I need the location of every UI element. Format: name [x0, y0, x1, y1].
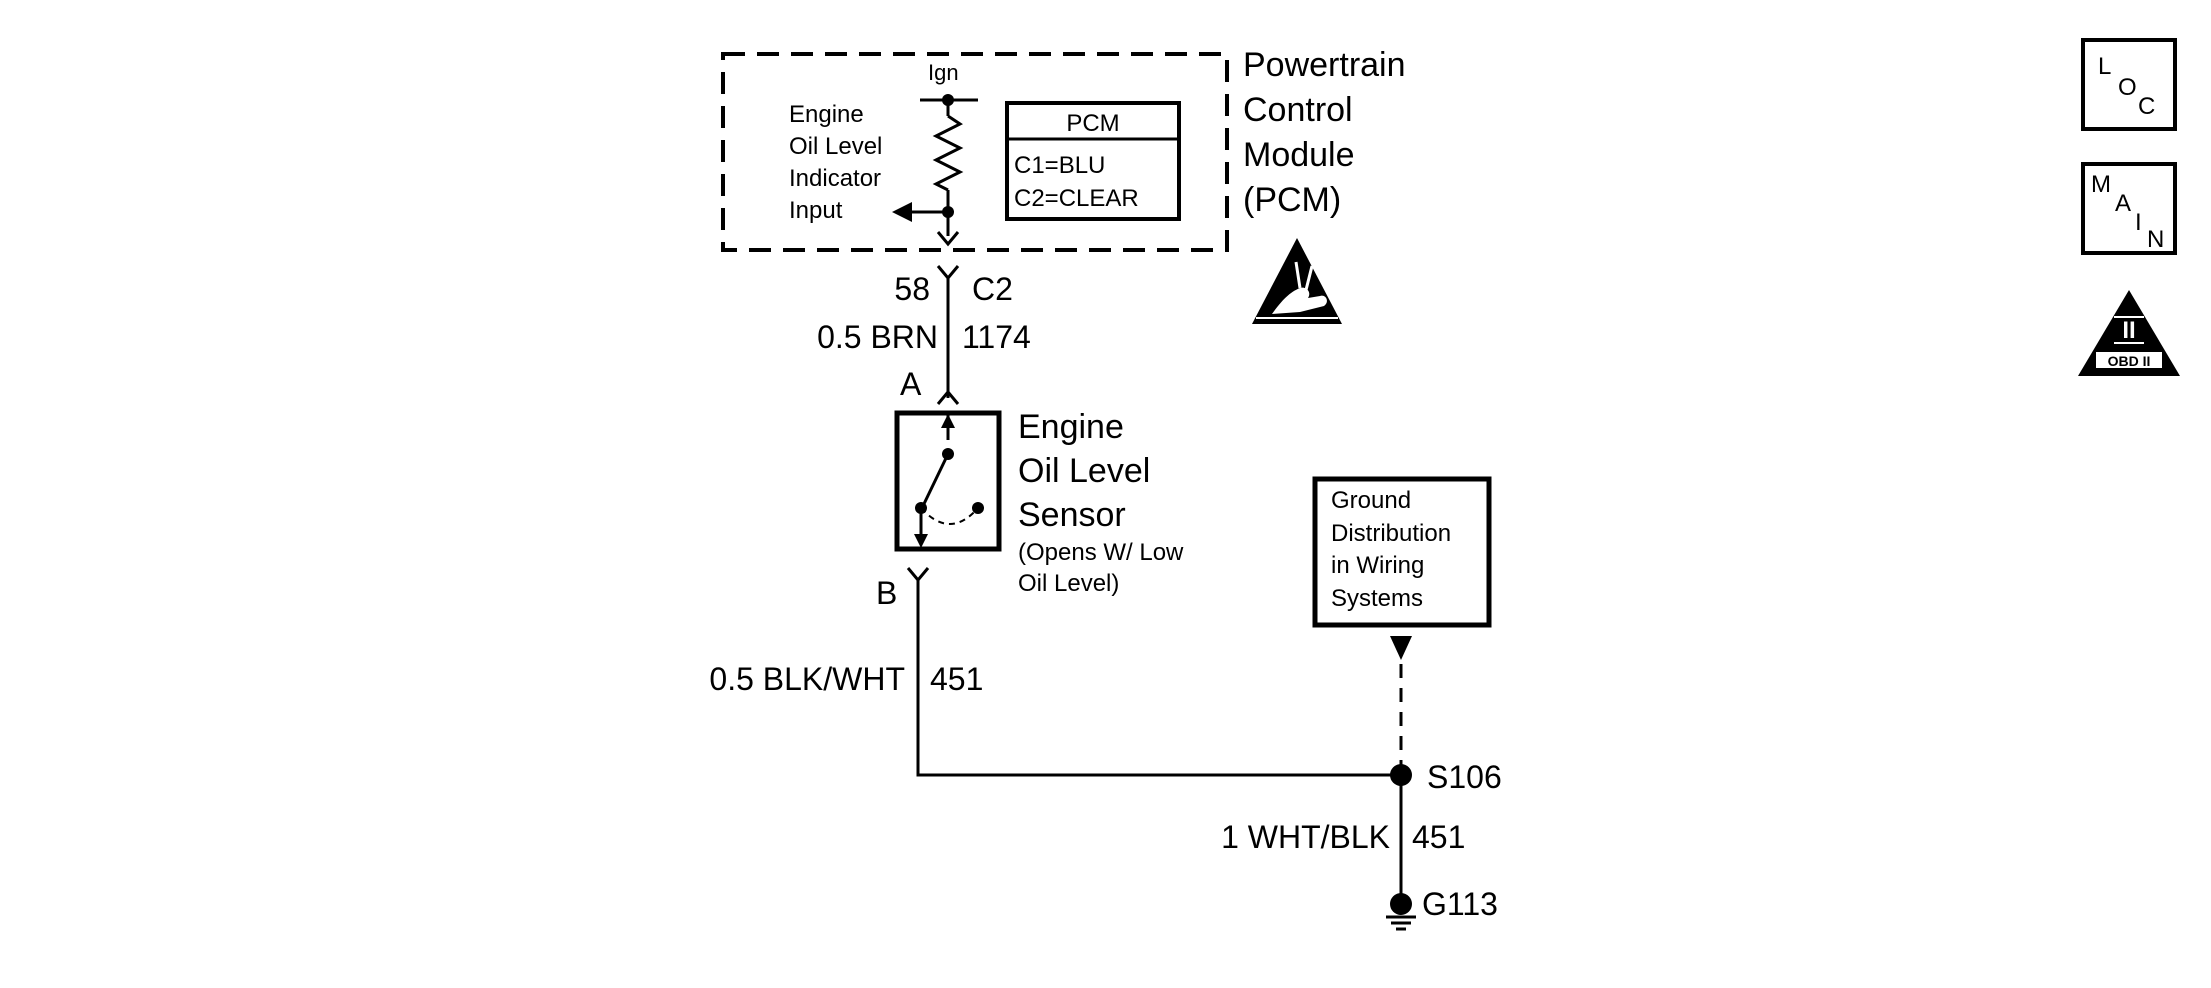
main-icon-letter-m: M — [2091, 171, 2111, 198]
loc-icon[interactable]: L O C — [2081, 38, 2177, 131]
c2-connector-name: C2 — [972, 271, 1013, 307]
main-icon-letter-n: N — [2147, 226, 2164, 253]
ground-distribution-box — [1312, 476, 1492, 628]
loc-icon-letter-c: C — [2138, 93, 2155, 120]
obd-ii-icon[interactable]: II OBD II — [2078, 290, 2180, 376]
ground-ref-line-1: Ground — [1331, 487, 1411, 514]
wire-1174-size-color: 0.5 BRN — [817, 319, 938, 355]
main-icon[interactable]: M A I N — [2081, 162, 2177, 255]
ground-ref-line-2: Distribution — [1331, 520, 1451, 547]
wire-1174-circuit: 1174 — [962, 319, 1031, 355]
ground-g113-dot — [1390, 893, 1412, 915]
c2-pin-number: 58 — [894, 271, 930, 307]
input-label-line-3: Indicator — [789, 165, 881, 192]
sensor-note-line-2: Oil Level) — [1018, 570, 1119, 597]
sensor-name-line-1: Engine — [1018, 408, 1124, 446]
pcm-title-line-3: Module — [1243, 136, 1355, 174]
obd-ii-roman: II — [2122, 317, 2135, 344]
wire-451-upper-size-color: 0.5 BLK/WHT — [709, 661, 905, 697]
loc-icon-letter-o: O — [2118, 74, 2137, 101]
pcm-legend-c2: C2=CLEAR — [1014, 185, 1139, 212]
sensor-note-line-1: (Opens W/ Low — [1018, 539, 1184, 566]
ground-ref-line-3: in Wiring — [1331, 552, 1424, 579]
input-arrow-icon — [892, 202, 912, 222]
wire-451-upper-circuit: 451 — [930, 661, 983, 697]
sensor-name-line-3: Sensor — [1018, 496, 1126, 534]
pcm-title-line-2: Control — [1243, 91, 1353, 129]
c2-male-terminal — [936, 265, 960, 281]
pcm-title-line-1: Powertrain — [1243, 46, 1406, 84]
wire-451-upper — [916, 580, 1401, 777]
c2-female-terminal — [936, 231, 960, 247]
input-label-line-1: Engine — [789, 101, 864, 128]
input-label-line-4: Input — [789, 197, 843, 224]
pcm-title-line-4: (PCM) — [1243, 181, 1341, 219]
main-icon-letter-a: A — [2115, 190, 2131, 217]
wire-451-lower-size-color: 1 WHT/BLK — [1221, 819, 1390, 855]
wire-451-lower-circuit: 451 — [1412, 819, 1465, 855]
loc-icon-letter-l: L — [2098, 53, 2111, 80]
splice-s106-label: S106 — [1427, 759, 1502, 795]
pcm-legend-title: PCM — [1066, 110, 1119, 137]
input-label-line-2: Oil Level — [789, 133, 882, 160]
ground-ref-arrow-icon — [1390, 636, 1412, 660]
ign-label: Ign — [928, 60, 959, 85]
main-icon-letter-i: I — [2135, 209, 2142, 236]
pullup-resistor — [932, 114, 964, 192]
pcm-legend-box — [1005, 101, 1181, 221]
sensor-pin-b: B — [876, 575, 897, 611]
ground-symbol-icon — [1386, 915, 1416, 931]
pcm-module-outline — [721, 52, 1229, 252]
sensor-pin-a-terminal — [936, 389, 960, 405]
sensor-pin-a: A — [900, 366, 922, 402]
sensor-name-line-2: Oil Level — [1018, 452, 1150, 490]
sensor-pin-b-terminal — [906, 567, 930, 583]
pcm-legend-c1: C1=BLU — [1014, 152, 1105, 179]
ground-g113-label: G113 — [1422, 886, 1498, 922]
obd-ii-label: OBD II — [2108, 353, 2151, 369]
esd-sensitive-icon — [1252, 238, 1342, 324]
ground-ref-line-4: Systems — [1331, 585, 1423, 612]
sensor-switch-icon — [914, 413, 984, 548]
